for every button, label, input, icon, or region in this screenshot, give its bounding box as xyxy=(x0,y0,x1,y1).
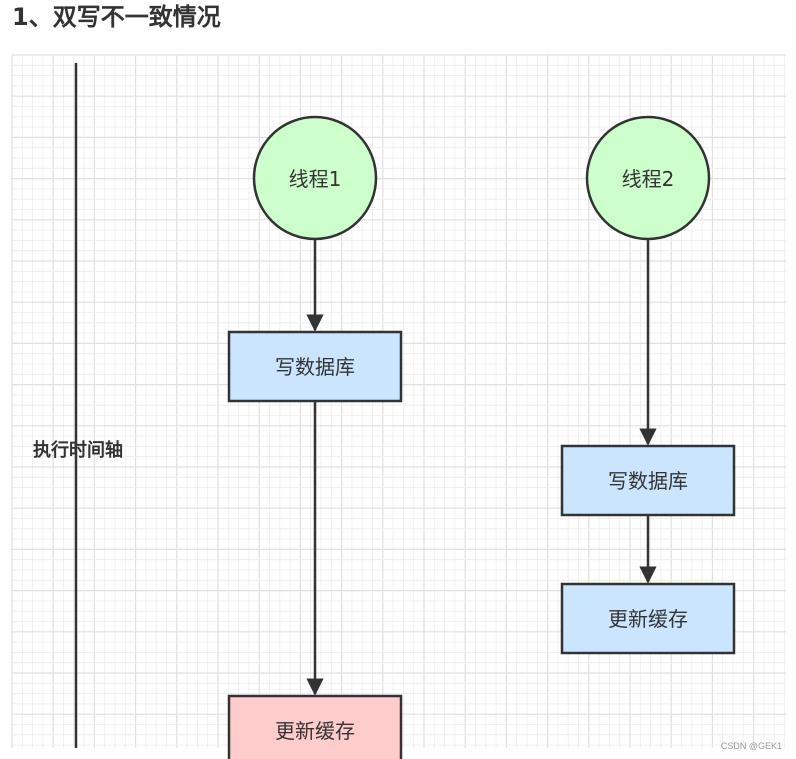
timeline-label: 执行时间轴 xyxy=(33,439,123,461)
thread-1-write-db-box xyxy=(227,330,403,403)
thread-2-update-cache-label: 更新缓存 xyxy=(608,607,688,631)
thread-2-write-db-label: 写数据库 xyxy=(608,469,688,493)
thread-1-update-cache-box xyxy=(227,694,403,759)
thread-1-update-cache-label: 更新缓存 xyxy=(275,719,355,743)
thread-2-update-cache-box xyxy=(560,582,736,655)
watermark: CSDN @GEK1 xyxy=(720,741,782,751)
thread-2-label: 线程2 xyxy=(622,167,675,191)
thread-2-column: 线程2 写数据库 更新缓存 xyxy=(560,115,736,655)
thread-1-node xyxy=(252,115,378,241)
thread-2-node xyxy=(585,115,711,241)
thread-1-label: 线程1 xyxy=(289,167,342,191)
thread-1-column: 线程1 写数据库 更新缓存 xyxy=(227,115,403,759)
thread-1-write-db-label: 写数据库 xyxy=(275,355,355,379)
page-title: 1、双写不一致情况 xyxy=(12,3,221,31)
thread-2-write-db-box xyxy=(560,444,736,517)
